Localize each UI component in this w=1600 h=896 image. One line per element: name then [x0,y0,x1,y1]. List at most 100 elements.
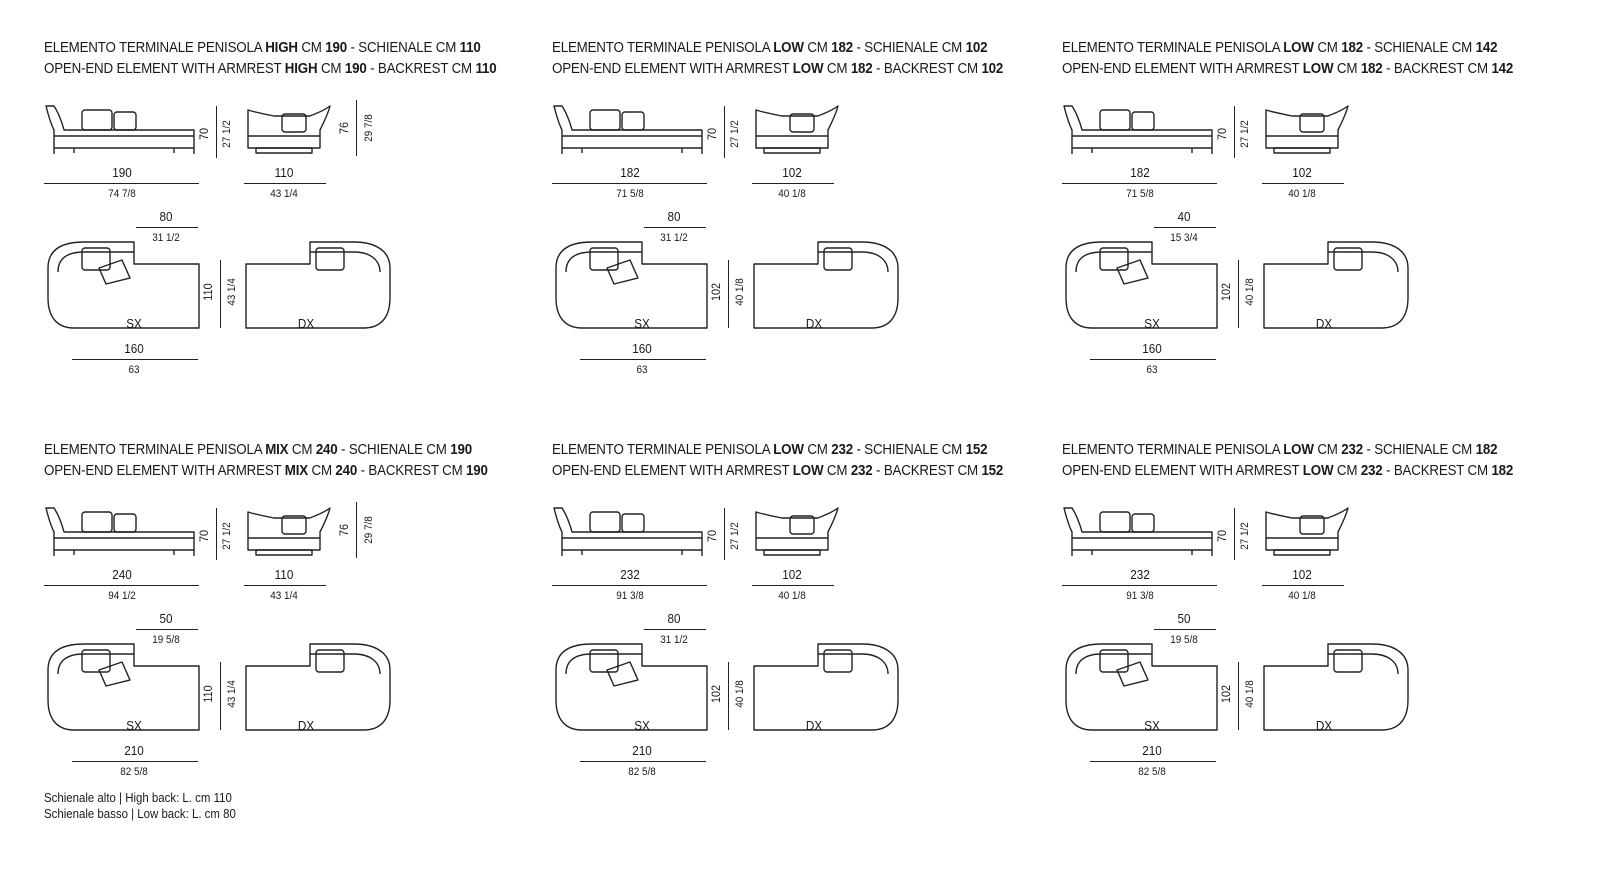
side-label-dx: DX [805,718,823,733]
plan-width-in: 82 5/8 [628,766,656,778]
backrest-width-cm: 110 [274,567,294,582]
chaise-front-elevation [1063,507,1213,556]
plan-width-cm: 160 [1142,341,1162,356]
chaise-width-cm: 240 [112,567,132,582]
backrest-width-in: 40 1/8 [1288,188,1316,200]
depth-line [220,260,221,328]
product-panel-6: ELEMENTO TERMINALE PENISOLA LOW CM 232 -… [1062,440,1562,840]
side-label-sx: SX [126,316,142,331]
arm-width-in: 19 5/8 [152,634,180,646]
chaise-width-line [44,585,199,586]
arm-width-in: 31 1/2 [660,232,688,244]
heading-english: OPEN-END ELEMENT WITH ARMREST LOW CM 182… [552,61,1004,77]
backrest-width-in: 40 1/8 [778,590,806,602]
backrest-width-in: 40 1/8 [778,188,806,200]
depth-line [220,662,221,730]
heading-english: OPEN-END ELEMENT WITH ARMREST LOW CM 232… [1062,463,1514,479]
chaise-height-line [216,508,217,560]
side-label-sx: SX [634,718,650,733]
depth-cm: 102 [1219,684,1233,704]
product-panel-1: ELEMENTO TERMINALE PENISOLA HIGH CM 190 … [44,38,544,438]
chaise-height-cm: 70 [197,127,211,141]
depth-line [1238,260,1239,328]
backrest-front-elevation [755,507,839,556]
arm-width-cm: 50 [159,611,173,626]
plan-view-sx [1065,241,1218,329]
chaise-width-cm: 232 [1130,567,1150,582]
chaise-height-in: 27 1/2 [221,522,233,550]
panel-heading: ELEMENTO TERMINALE PENISOLA LOW CM 232 -… [1062,440,1513,482]
chaise-height-line [216,106,217,158]
backrest-width-in: 43 1/4 [270,188,298,200]
plan-view-sx [47,241,200,329]
chaise-width-line [552,183,707,184]
backrest-width-line [752,585,834,586]
plan-width-in: 63 [128,364,140,376]
chaise-width-cm: 182 [1130,165,1150,180]
backrest-front-elevation [755,105,839,154]
backrest-width-line [1262,585,1344,586]
backrest-width-cm: 102 [1292,165,1312,180]
heading-italian: ELEMENTO TERMINALE PENISOLA LOW CM 182 -… [1062,40,1498,56]
plan-width-in: 82 5/8 [1138,766,1166,778]
backrest-height-in: 29 7/8 [363,516,375,544]
arm-width-line [644,227,706,228]
plan-view-sx [1065,643,1218,731]
chaise-height-in: 27 1/2 [1239,120,1251,148]
plan-view-dx [753,643,899,731]
arm-width-line [1154,629,1216,630]
backrest-width-line [244,585,326,586]
chaise-height-in: 27 1/2 [729,522,741,550]
chaise-height-in: 27 1/2 [729,120,741,148]
arm-width-cm: 50 [1177,611,1191,626]
chaise-width-line [1062,183,1217,184]
chaise-width-in: 74 7/8 [108,188,136,200]
backrest-height-cm: 76 [337,121,351,135]
heading-italian: ELEMENTO TERMINALE PENISOLA LOW CM 232 -… [552,442,988,458]
panel-heading: ELEMENTO TERMINALE PENISOLA HIGH CM 190 … [44,38,497,80]
plan-view-sx [555,241,708,329]
plan-view-dx [245,643,391,731]
plan-view-dx [245,241,391,329]
arm-width-in: 31 1/2 [660,634,688,646]
chaise-height-in: 27 1/2 [1239,522,1251,550]
chaise-width-line [552,585,707,586]
chaise-width-in: 91 3/8 [1126,590,1154,602]
chaise-width-cm: 182 [620,165,640,180]
depth-line [728,260,729,328]
chaise-height-line [724,508,725,560]
backrest-front-elevation [1265,105,1349,154]
backrest-width-cm: 110 [274,165,294,180]
chaise-width-in: 94 1/2 [108,590,136,602]
depth-cm: 102 [709,684,723,704]
depth-cm: 110 [201,685,215,703]
depth-line [728,662,729,730]
side-label-dx: DX [297,718,315,733]
arm-width-line [136,227,198,228]
backrest-width-line [752,183,834,184]
heading-english: OPEN-END ELEMENT WITH ARMREST HIGH CM 19… [44,61,497,77]
chaise-width-line [44,183,199,184]
plan-width-cm: 210 [124,743,144,758]
heading-italian: ELEMENTO TERMINALE PENISOLA MIX CM 240 -… [44,442,472,458]
backrest-height-cm: 76 [337,523,351,537]
arm-width-in: 15 3/4 [1170,232,1198,244]
plan-width-cm: 160 [124,341,144,356]
plan-view-dx [753,241,899,329]
chaise-height-in: 27 1/2 [221,120,233,148]
heading-italian: ELEMENTO TERMINALE PENISOLA LOW CM 232 -… [1062,442,1498,458]
chaise-width-in: 71 5/8 [1126,188,1154,200]
backrest-width-line [244,183,326,184]
plan-width-line [72,359,198,360]
backrest-front-elevation [247,105,331,154]
backrest-width-cm: 102 [1292,567,1312,582]
chaise-width-in: 91 3/8 [616,590,644,602]
heading-italian: ELEMENTO TERMINALE PENISOLA LOW CM 182 -… [552,40,988,56]
side-label-dx: DX [1315,718,1333,733]
depth-cm: 110 [201,283,215,301]
chaise-height-line [724,106,725,158]
arm-width-cm: 80 [667,611,681,626]
chaise-front-elevation [553,507,703,556]
backrest-front-elevation [1265,507,1349,556]
chaise-front-elevation [553,105,703,154]
